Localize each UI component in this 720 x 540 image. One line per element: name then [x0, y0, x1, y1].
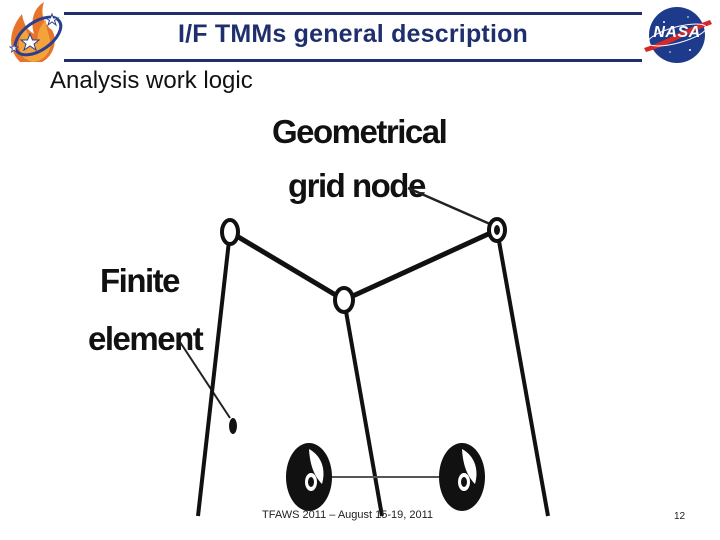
grid-node-left	[220, 218, 240, 246]
page-number: 12	[674, 511, 686, 522]
element-leg-right	[495, 229, 550, 517]
nasa-logo-text: NASA	[653, 24, 701, 41]
header-bar	[64, 12, 642, 62]
element-leg-center	[342, 299, 384, 517]
bottom-node-left	[286, 443, 332, 511]
grid-node-right-core	[494, 225, 500, 235]
shuttle-star-logo	[8, 2, 63, 62]
footer-event-text: TFAWS 2011 – August 15-19, 2011	[262, 509, 434, 521]
nasa-logo: NASA	[640, 2, 714, 68]
element-beam-left	[228, 229, 346, 303]
label-finite: Finite	[100, 262, 180, 299]
section-subtitle: Analysis work logic	[50, 67, 253, 94]
element-beam-right	[342, 227, 499, 303]
element-pointer-line	[179, 341, 231, 419]
bottom-node-right	[439, 443, 485, 511]
element-leg-left	[196, 231, 232, 517]
element-pointer-dot	[229, 418, 237, 434]
slide-title: I/F TMMs general description	[177, 20, 529, 48]
grid-node-pointer-line	[407, 186, 491, 226]
grid-node-center	[333, 286, 355, 314]
label-grid-node: grid node	[288, 167, 426, 204]
label-geometrical: Geometrical	[272, 113, 446, 150]
